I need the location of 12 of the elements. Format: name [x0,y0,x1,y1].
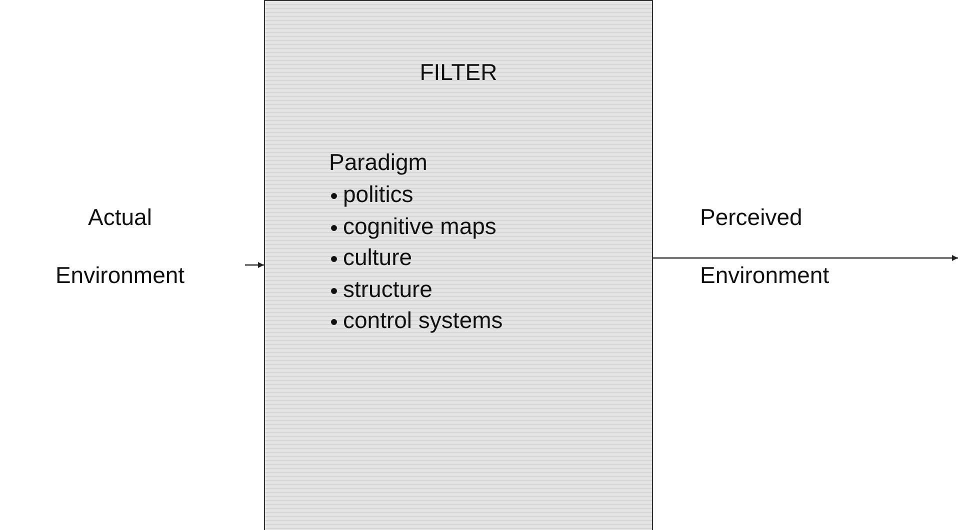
filter-box [264,0,653,530]
arrow [245,262,264,268]
environment-label: Perceived Environment [700,188,900,304]
list-item: politics [343,181,414,207]
list-item: structure [343,276,432,302]
list-item: cognitive maps [343,212,496,238]
list-item: control systems [343,307,503,333]
list-item: culture [343,244,412,270]
box-heading: FILTER [418,59,498,86]
arrow [652,255,958,261]
list-heading: Paradigm [329,149,428,176]
environment-label: Actual Environment [30,188,245,304]
